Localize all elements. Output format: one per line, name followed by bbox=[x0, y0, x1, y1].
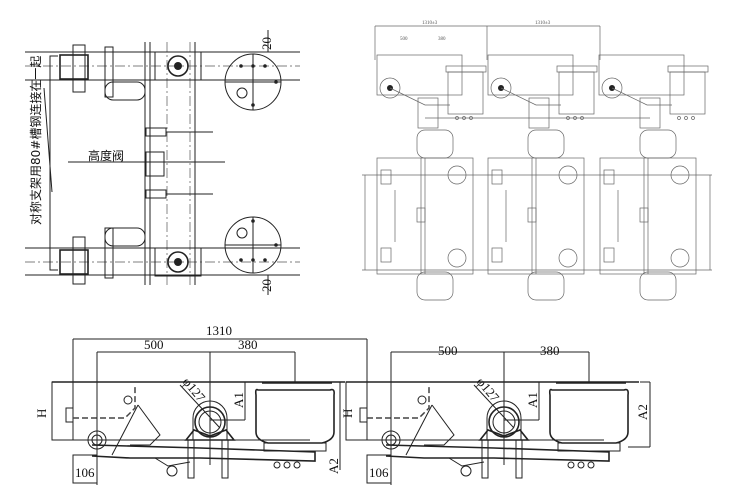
plan-view-detail bbox=[25, 30, 300, 295]
side-view-left bbox=[51, 338, 360, 486]
overview-dim-380: 380 bbox=[438, 37, 446, 42]
overview-dim-500: 500 bbox=[400, 37, 408, 42]
left-dim-380: 380 bbox=[238, 337, 258, 352]
right-dim-380: 380 bbox=[540, 343, 560, 358]
overview-dim-span-1: 1310±3 bbox=[422, 21, 438, 26]
left-label-a1: A1 bbox=[231, 392, 246, 408]
left-label-a2: A2 bbox=[326, 458, 341, 474]
tri-axle-plan-overview bbox=[362, 129, 712, 301]
left-label-h: H bbox=[34, 409, 49, 418]
left-dim-106: 106 bbox=[75, 465, 95, 480]
air-spring-plate-top bbox=[224, 53, 282, 111]
tri-axle-side-overview bbox=[374, 25, 709, 129]
right-label-a1: A1 bbox=[525, 392, 540, 408]
support-note-vertical: 对称支架用80#槽钢连接在一起 bbox=[28, 56, 43, 225]
right-dim-500: 500 bbox=[438, 343, 458, 358]
dim-20-bottom: 20 bbox=[259, 279, 274, 292]
air-spring-plate-bottom bbox=[224, 216, 282, 274]
right-label-h: H bbox=[340, 409, 355, 418]
height-valve-label: 高度阀 bbox=[88, 148, 124, 163]
left-dim-500: 500 bbox=[144, 337, 164, 352]
spring-hanger-top bbox=[59, 44, 202, 101]
spring-hanger-bottom bbox=[59, 227, 202, 285]
right-dim-106: 106 bbox=[369, 465, 389, 480]
dim-20-top: 20 bbox=[259, 37, 274, 50]
height-valve bbox=[68, 127, 225, 199]
right-label-a2: A2 bbox=[635, 404, 650, 420]
left-dim-1310: 1310 bbox=[206, 323, 232, 338]
overview-dim-span-2: 1310±3 bbox=[535, 21, 551, 26]
side-view-right bbox=[345, 338, 651, 486]
